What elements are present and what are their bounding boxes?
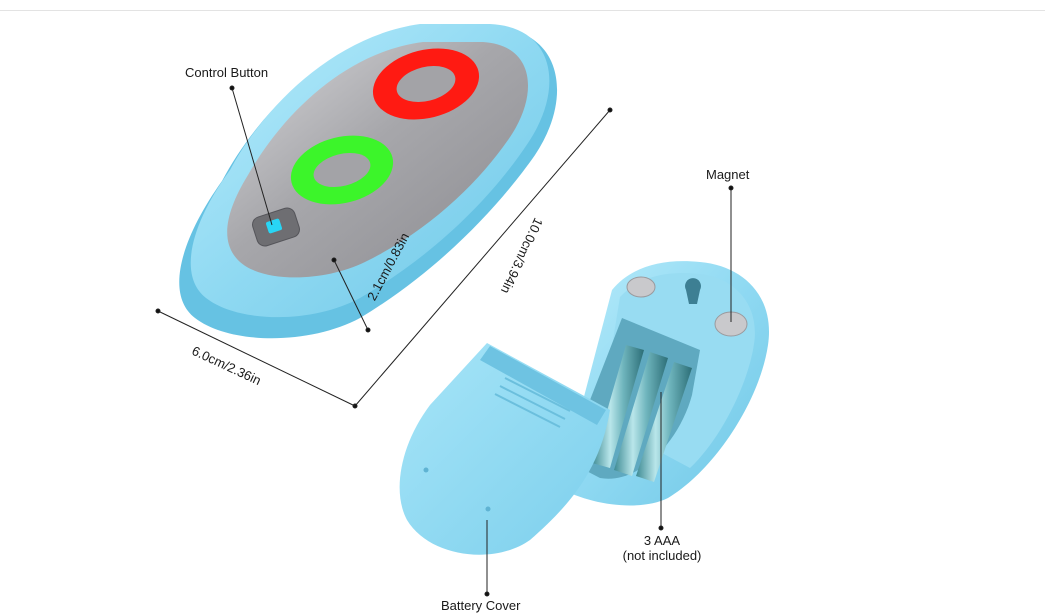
label-battery-type: 3 AAA (not included)	[613, 533, 711, 563]
top-divider	[0, 10, 1045, 11]
label-magnet: Magnet	[706, 167, 750, 182]
battery-cover	[399, 343, 610, 555]
cover-ridges	[494, 377, 571, 428]
battery-count: 3 AAA	[643, 533, 681, 548]
keyhole	[685, 278, 702, 304]
leader-lines	[155, 85, 734, 597]
batteries	[592, 345, 692, 482]
label-battery-cover: Battery Cover	[441, 598, 521, 613]
remote-back	[399, 261, 770, 555]
battery-note: (not included)	[622, 548, 702, 563]
remote-front	[179, 24, 558, 339]
label-control-button: Control Button	[185, 65, 269, 80]
magnet-left	[626, 276, 656, 298]
button-led-icon	[266, 218, 282, 234]
